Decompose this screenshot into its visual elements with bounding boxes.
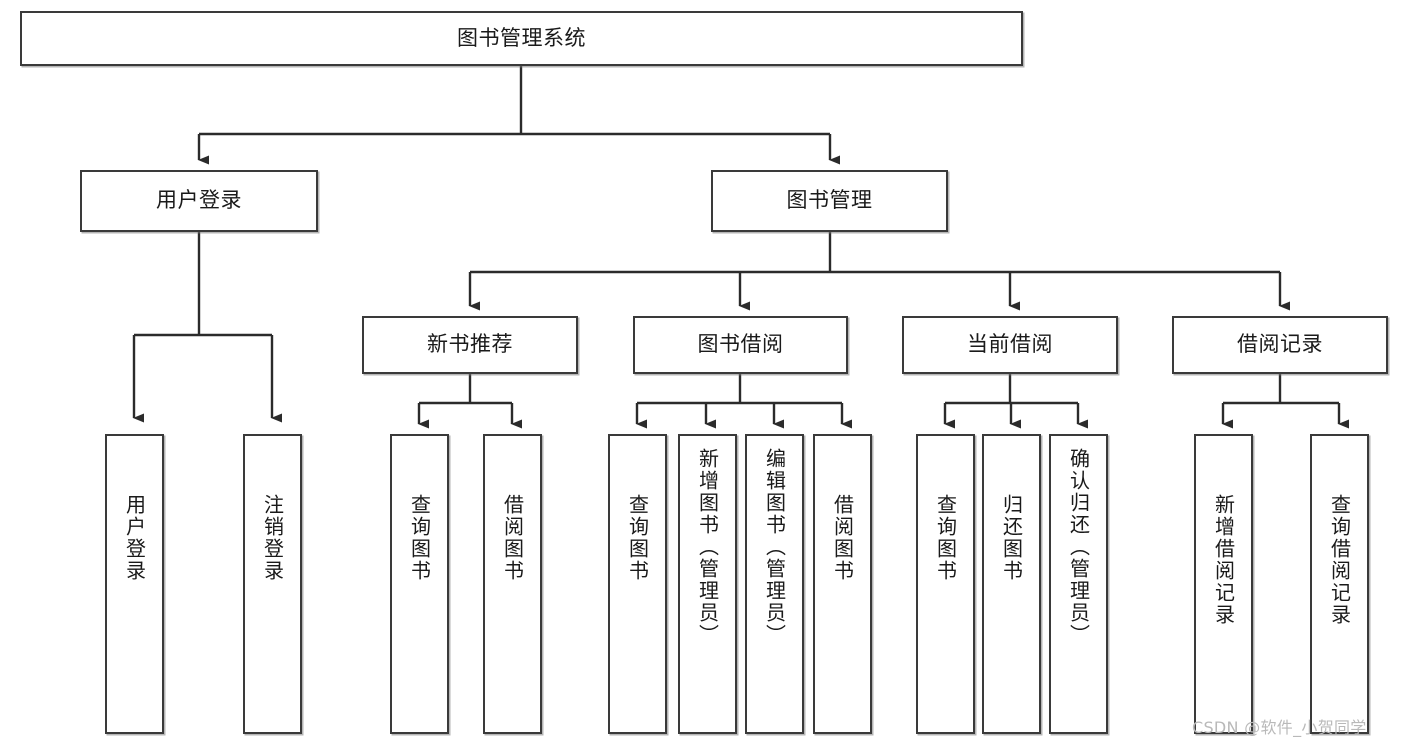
leaf-borrow-add-book-admin-label: 新增图书（管理员）: [695, 448, 720, 646]
node-root-system-label: 图书管理系统: [457, 25, 586, 50]
leaf-borrow-add-book-admin[interactable]: 新增图书（管理员）: [678, 434, 737, 734]
csdn-watermark: CSDN @软件_小贺同学: [1192, 718, 1367, 737]
node-current-borrow-label: 当前借阅: [967, 332, 1053, 357]
leaf-borrow-edit-book-admin-label: 编辑图书（管理员）: [762, 448, 787, 646]
leaf-user-login-logout-label: 注销登录: [260, 494, 285, 582]
leaf-record-add-record[interactable]: 新增借阅记录: [1194, 434, 1253, 734]
leaf-current-query-book-label: 查询图书: [933, 494, 958, 582]
leaf-user-login-login[interactable]: 用户登录: [105, 434, 164, 734]
node-borrow-record-label: 借阅记录: [1237, 332, 1323, 357]
leaf-borrow-query-book[interactable]: 查询图书: [608, 434, 667, 734]
leaf-borrow-edit-book-admin[interactable]: 编辑图书（管理员）: [745, 434, 804, 734]
node-current-borrow[interactable]: 当前借阅: [902, 316, 1118, 374]
node-new-book-recommend-label: 新书推荐: [427, 332, 513, 357]
leaf-new-book-query[interactable]: 查询图书: [390, 434, 449, 734]
leaf-new-book-query-label: 查询图书: [407, 494, 432, 582]
leaf-user-login-logout[interactable]: 注销登录: [243, 434, 302, 734]
leaf-current-query-book[interactable]: 查询图书: [916, 434, 975, 734]
node-user-login[interactable]: 用户登录: [80, 170, 318, 232]
node-root-system[interactable]: 图书管理系统: [20, 11, 1023, 66]
node-user-login-label: 用户登录: [156, 188, 242, 213]
node-borrow-record[interactable]: 借阅记录: [1172, 316, 1388, 374]
node-new-book-recommend[interactable]: 新书推荐: [362, 316, 578, 374]
node-book-borrow-label: 图书借阅: [697, 332, 784, 357]
leaf-borrow-borrow-book[interactable]: 借阅图书: [813, 434, 872, 734]
leaf-current-confirm-return-admin-label: 确认归还（管理员）: [1066, 448, 1091, 646]
leaf-record-query-record[interactable]: 查询借阅记录: [1310, 434, 1369, 734]
leaf-borrow-borrow-book-label: 借阅图书: [830, 494, 855, 582]
leaf-current-return-book[interactable]: 归还图书: [982, 434, 1041, 734]
node-book-management[interactable]: 图书管理: [711, 170, 948, 232]
leaf-new-book-borrow-label: 借阅图书: [500, 494, 525, 582]
node-book-borrow[interactable]: 图书借阅: [633, 316, 848, 374]
leaf-current-confirm-return-admin[interactable]: 确认归还（管理员）: [1049, 434, 1108, 734]
leaf-user-login-login-label: 用户登录: [122, 494, 147, 582]
leaf-record-add-record-label: 新增借阅记录: [1211, 494, 1236, 626]
leaf-new-book-borrow[interactable]: 借阅图书: [483, 434, 542, 734]
leaf-current-return-book-label: 归还图书: [999, 494, 1024, 582]
node-book-management-label: 图书管理: [786, 188, 873, 213]
leaf-borrow-query-book-label: 查询图书: [625, 494, 650, 582]
leaf-record-query-record-label: 查询借阅记录: [1327, 494, 1352, 626]
